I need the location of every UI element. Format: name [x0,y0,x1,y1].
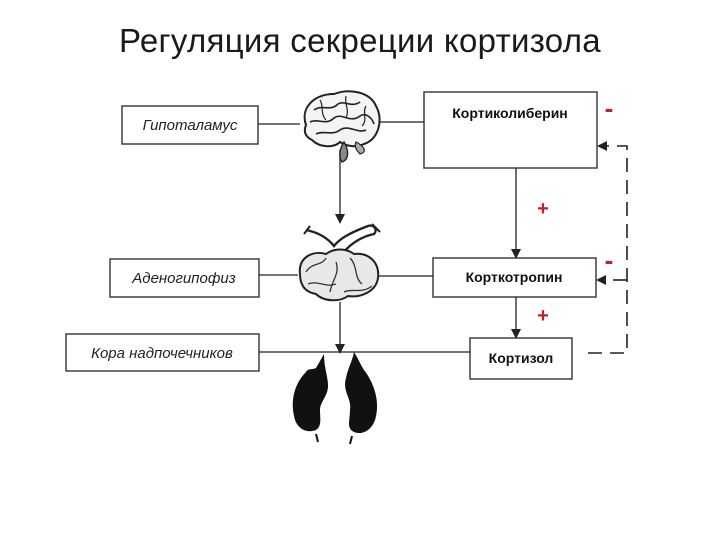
stimulation-sign-2: + [537,305,549,327]
stimulation-sign-1: + [537,198,549,220]
negative-feedback-loop [588,145,628,354]
adrenal-cortex-box: Кора надпочечников [65,333,260,372]
cortisol-label: Кортизол [489,350,554,366]
adrenal-cortex-label: Кора надпочечников [91,345,233,362]
corticoliberin-box: Кортиколиберин [423,91,598,169]
inhibition-sign-1: - [605,93,614,123]
inhibition-sign-2: - [605,245,614,275]
adenohypophysis-label: Аденогипофиз [131,270,235,287]
corticotropin-label: Корткотропин [466,269,563,285]
corticoliberin-label: Кортиколиберин [452,105,568,121]
hypothalamus-label: Гипоталамус [143,117,238,134]
page-title: Регуляция секреции кортизола [119,22,601,59]
hypothalamus-box: Гипоталамус [121,105,259,145]
cortisol-box: Кортизол [469,337,573,380]
brain-icon [303,90,381,163]
adrenal-glands-icon [292,352,378,445]
feedback-arrowhead-corticoliberin [597,141,607,151]
pituitary-icon [298,223,381,302]
adenohypophysis-box: Аденогипофиз [109,258,260,298]
corticotropin-box: Корткотропин [432,257,597,298]
feedback-arrowhead-corticotropin [596,275,606,285]
